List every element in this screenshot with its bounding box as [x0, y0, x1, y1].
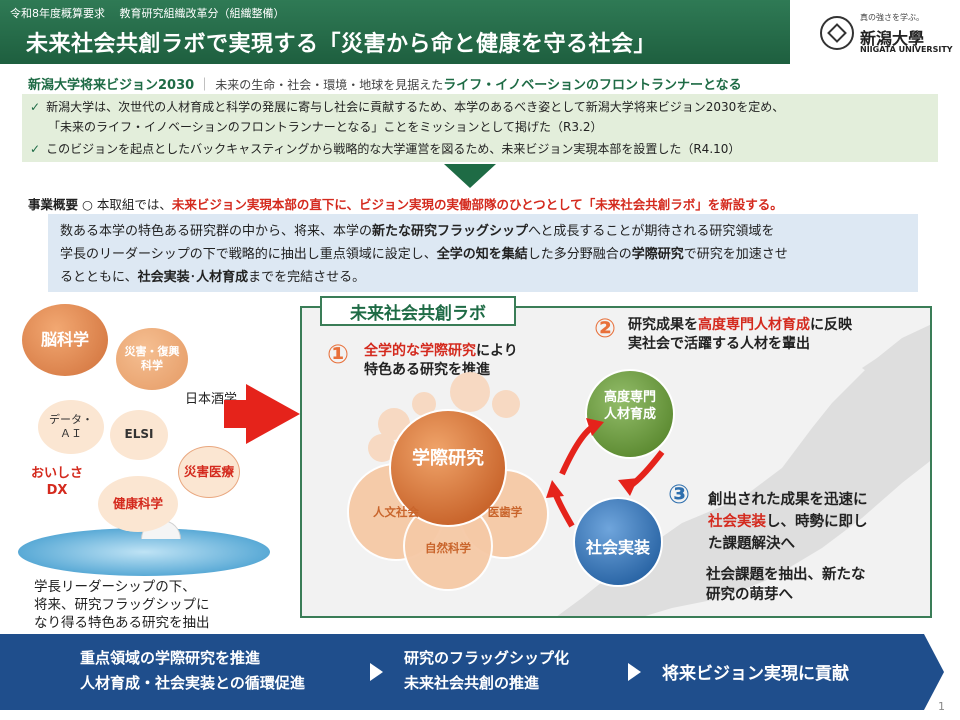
bottom-item-1: 重点領域の学際研究を推進人材育成・社会実装との循環促進 [80, 649, 305, 692]
vision-point-continuation: 「未来のライフ・イノベーションのフロントランナーとなる」ことをミッションとして掲… [48, 120, 603, 134]
check-icon: ✓ [30, 100, 41, 114]
small-bubble [412, 392, 436, 416]
vision-points-box: ✓ 新潟大学は、次世代の人材育成と科学の発展に寄与し社会に貢献するため、本学のある… [22, 94, 938, 162]
overview-label: 事業概要 [28, 197, 79, 212]
caption-line: なり得る特色ある研究を抽出 [34, 615, 210, 632]
bubble-elsi: ELSI [110, 410, 168, 460]
extra-text: 社会課題を抽出、新たな研究の萌芽へ [706, 567, 866, 603]
vision-description: 未来の生命・社会・環境・地球を見据えた [215, 78, 444, 92]
step2-number: ② [594, 314, 617, 344]
humanities-label: 人文社会 [373, 505, 419, 519]
cycle-arrow-1 [559, 423, 596, 476]
bubble-disaster-medicine: 災害医療 [178, 446, 240, 498]
logo-english: NIIGATA UNIVERSITY [860, 45, 953, 54]
intro-box: 数ある本学の特色ある研究群の中から、将来、本学の新たな研究フラッグシップへと成長… [48, 214, 918, 292]
bubble-brain-science: 脳科学 [22, 304, 108, 376]
header-subtitle: 令和8年度概算要求 教育研究組織改革分（組織整備） [10, 7, 285, 20]
vision-point: ✓ 新潟大学は、次世代の人材育成と科学の発展に寄与し社会に貢献するため、本学のある… [30, 98, 784, 115]
small-bubble [492, 390, 520, 418]
bottom-item-2: 研究のフラッグシップ化未来社会共創の推進 [404, 649, 570, 692]
lab-title: 未来社会共創ラボ [320, 296, 516, 326]
page-title: 未来社会共創ラボで実現する「災害から命と健康を守る社会」 [26, 32, 657, 57]
vision-heading: 新潟大学将来ビジョン2030｜未来の生命・社会・環境・地球を見据えたライフ・イノ… [28, 74, 938, 94]
step1-text: 全学的な学際研究により特色ある研究を推進 [364, 343, 518, 378]
university-emblem-icon [820, 16, 854, 50]
intro-line: 数ある本学の特色ある研究群の中から、将来、本学の新たな研究フラッグシップへと成長… [60, 224, 775, 239]
social-impl-label: 社会実装 [585, 538, 650, 557]
talent-circle [585, 369, 675, 459]
step1-number: ① [327, 340, 350, 370]
interdisciplinary-label: 学際研究 [412, 448, 484, 469]
medical-label: 医歯学 [487, 505, 523, 519]
caption-line: 将来、研究フラッグシップに [34, 597, 210, 614]
down-arrow-icon [444, 164, 496, 188]
lab-diagram [347, 369, 675, 591]
bubble-health-science: 健康科学 [98, 476, 178, 532]
play-arrow-icon [370, 663, 383, 681]
page-number: 1 [938, 700, 945, 713]
overview-text: 本取組では、 [96, 197, 172, 212]
intro-line: 学長のリーダーシップの下で戦略的に抽出し重点領域に設定し、全学の知を集結した多分… [60, 247, 788, 262]
vision-name: 新潟大学将来ビジョン2030 [28, 78, 195, 93]
overview-highlight: 未来ビジョン実現本部の直下に、ビジョン実現の実働部隊のひとつとして「未来社会共創… [171, 197, 783, 212]
overview-mark: ○ [82, 197, 93, 212]
step2-text: 研究成果を高度専門人材育成に反映実社会で活躍する人材を輩出 [628, 317, 852, 352]
bubble-data-ai: データ・ＡＩ [38, 400, 104, 454]
arrowhead-icon [586, 418, 604, 436]
vision-point-text: 新潟大学は、次世代の人材育成と科学の発展に寄与し社会に貢献するため、本学のあるべ… [46, 100, 785, 114]
left-caption: 学長リーダーシップの下、 将来、研究フラッグシップに なり得る特色ある研究を抽出 [34, 578, 274, 633]
arrowhead-icon [618, 478, 638, 496]
check-icon: ✓ [30, 142, 41, 156]
small-bubble [368, 434, 396, 462]
social-impl-circle [573, 497, 663, 587]
vision-separator: ｜ [198, 78, 212, 93]
play-arrow-icon [628, 663, 641, 681]
vision-highlight: ライフ・イノベーションのフロントランナーとなる [443, 78, 742, 93]
small-bubble [450, 372, 490, 412]
vision-point-text: このビジョンを起点としたバックキャスティングから戦略的な大学運営を図るため、未来… [46, 142, 741, 156]
big-arrow-tail [224, 400, 250, 428]
step3-number: ③ [668, 480, 691, 510]
bubble-sake: 日本酒学 [184, 391, 237, 407]
arrowhead-icon [546, 480, 564, 498]
bottom-banner [0, 634, 944, 710]
caption-line: 学長リーダーシップの下、 [34, 579, 196, 595]
logo-name: 新潟大學 [860, 29, 925, 48]
vision-point: ✓ このビジョンを起点としたバックキャスティングから戦略的な大学運営を図るため、未… [30, 140, 740, 157]
header-banner: 令和8年度概算要求 教育研究組織改革分（組織整備） 未来社会共創ラボで実現する「… [0, 0, 790, 64]
intro-line: るとともに、社会実装･人材育成までを完結させる。 [60, 270, 366, 285]
talent-label: 高度専門人材育成 [603, 390, 656, 422]
bottom-item-3: 将来ビジョン実現に貢献 [662, 664, 849, 684]
bubble-disaster-recovery: 災害・復興科学 [116, 328, 188, 390]
japan-map-silhouette [557, 324, 930, 616]
natural-science-label: 自然科学 [425, 541, 471, 555]
logo-tagline: 真の強さを学ぶ。 [860, 13, 924, 22]
step3-text: 創出された成果を迅速に社会実装し、時勢に即した課題解決へ [708, 492, 868, 552]
overview-line: 事業概要 ○ 本取組では、未来ビジョン実現本部の直下に、ビジョン実現の実働部隊の… [28, 194, 938, 213]
university-logo: 真の強さを学ぶ。 新潟大學 NIIGATA UNIVERSITY [820, 12, 953, 60]
interdisciplinary-circle [389, 409, 507, 527]
right-arrow-icon [246, 384, 300, 444]
